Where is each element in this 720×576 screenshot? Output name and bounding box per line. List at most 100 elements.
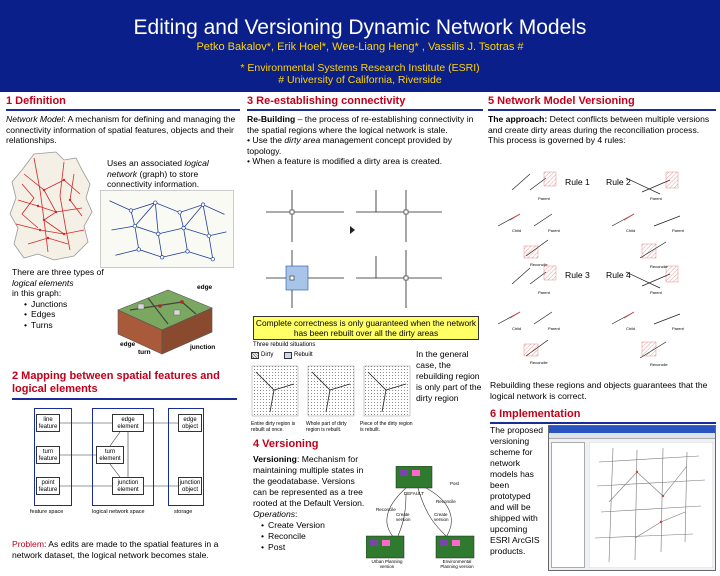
screenshot-toolbar: [549, 433, 715, 439]
legend-rebuilt-swatch: [284, 352, 292, 359]
list-item: Post: [261, 542, 367, 553]
types-text-b: logical elements: [12, 277, 74, 288]
legend-rebuilt-label: Rebuilt: [294, 352, 313, 358]
dirty-area-diagram: [266, 190, 442, 308]
poster-authors: Petko Bakalov*, Erik Hoel*, Wee-Liang He…: [196, 41, 524, 53]
rule-2-label: Rule 2: [606, 177, 631, 187]
list-item: Create Version: [261, 520, 367, 531]
section-1-title: 1 Definition: [6, 95, 240, 111]
section-2-title: 2 Mapping between spatial features and l…: [12, 370, 237, 400]
junction-element-box: junction element: [112, 477, 144, 495]
rule1-child-label: Child: [512, 228, 522, 233]
versioning-text: Versioning: Mechanism for maintaining mu…: [253, 454, 367, 553]
screenshot-titlebar: [549, 426, 715, 433]
legend-dirty-swatch: [251, 352, 259, 359]
tree-create-2: Create version: [434, 512, 449, 522]
bullet-1a: • Use the: [247, 135, 285, 146]
line-feature-box: line feature: [36, 414, 60, 432]
section-1-definition: Network Model: A mechanism for defining …: [6, 114, 240, 146]
section-4-title: 4 Versioning: [253, 438, 319, 450]
edge-element-box: edge element: [112, 414, 144, 432]
caption-rebuild-3: Piece of the dirty region is rebuilt.: [360, 421, 413, 433]
rule2-parent-label: Parent: [650, 196, 662, 201]
turn-feature-box: turn feature: [36, 446, 60, 464]
rule-4-label: Rule 4: [606, 270, 631, 280]
types-text-c: in this graph:: [12, 288, 62, 299]
uses-text-a: Uses an associated: [107, 158, 185, 168]
rule4-parent-label-2: Parent: [672, 326, 684, 331]
rebuilding-text: – the process of re-establishing connect…: [247, 114, 474, 135]
list-item: Reconcile: [261, 531, 367, 542]
label-feature-space: feature space: [30, 509, 64, 515]
label-storage: storage: [174, 509, 193, 515]
rebuilding-guarantee-text: Rebuilding these regions and objects gua…: [490, 380, 708, 401]
arcgis-screenshot: [548, 425, 716, 571]
rule4-child-label: Child: [626, 326, 636, 331]
figure-label-edge-2: edge: [120, 341, 136, 348]
rule-3-label: Rule 3: [565, 270, 590, 280]
list-item: Turns: [24, 320, 122, 331]
section-3-text: Re-Building – the process of re-establis…: [247, 114, 483, 167]
column-right: 5 Network Model Versioning The approach:…: [488, 95, 716, 146]
rule3-child-label: Child: [512, 326, 522, 331]
definition-text: : A mechanism for defining and managing …: [6, 114, 236, 146]
poster-affiliations: * Environmental Systems Research Institu…: [0, 62, 720, 86]
column-middle: 3 Re-establishing connectivity Re-Buildi…: [247, 95, 483, 167]
implementation-text: The proposed versioning scheme for netwo…: [490, 425, 544, 556]
rule1-reconcile-label: Reconcile: [530, 262, 548, 267]
tree-reconcile-2: Reconcile: [436, 499, 456, 504]
rule-1-label: Rule 1: [565, 177, 590, 187]
operations-label: Operations: [253, 509, 296, 519]
affiliation-esri: * Environmental Systems Research Institu…: [240, 62, 480, 74]
uses-text-c: (graph) to store connectivity informatio…: [107, 168, 200, 190]
poster-header: Editing and Versioning Dynamic Network M…: [0, 0, 720, 92]
terrain-block-illustration: [117, 289, 213, 355]
rule3-parent-label: Parent: [538, 290, 550, 295]
list-item: Junctions: [24, 299, 122, 310]
definition-term: Network Model: [6, 114, 64, 124]
feature-space-bracket: [34, 408, 72, 506]
figure-label-junction: junction: [190, 344, 216, 351]
logical-space-bracket: [92, 408, 154, 506]
section-5-title: 5 Network Model Versioning: [488, 95, 716, 111]
rule2-reconcile-label: Reconcile: [650, 264, 668, 269]
rule4-parent-label: Parent: [650, 290, 662, 295]
point-feature-box: point feature: [36, 477, 60, 495]
tree-reconcile-1: Reconcile: [376, 507, 396, 512]
figure-label-edge: edge: [197, 284, 213, 291]
tree-create-1: Create version: [396, 512, 411, 522]
section-3-title: 3 Re-establishing connectivity: [247, 95, 483, 111]
rule1-parent-label: Parent: [538, 196, 550, 201]
bullet-2: • When a feature is modified a dirty are…: [247, 156, 443, 167]
screenshot-toc-panel: [551, 442, 585, 568]
logical-elements-text: There are three types of logical element…: [12, 267, 122, 331]
bullet-1c: management concept provided by topology.: [247, 135, 453, 156]
uses-logical-network-text: Uses an associated logical network (grap…: [107, 158, 235, 190]
list-item: Edges: [24, 309, 122, 320]
approach-text: Detect conflicts between multiple versio…: [488, 114, 710, 135]
rule3-reconcile-label: Reconcile: [530, 360, 548, 365]
figure-label-turn: turn: [138, 349, 151, 356]
rule3-parent-label-2: Parent: [548, 326, 560, 331]
legend-dirty-label: Dirty: [261, 352, 274, 358]
problem-text: : As edits are made to the spatial featu…: [12, 539, 219, 560]
column-left: 1 Definition Network Model: A mechanism …: [6, 95, 240, 146]
versioning-def: : Mechanism for maintaining multiple sta…: [253, 454, 365, 508]
label-logical-network-space: logical network space: [92, 509, 145, 515]
edge-object-box: edge object: [178, 414, 202, 432]
operations-list: Create Version Reconcile Post: [261, 520, 367, 553]
section-5-text: The approach: Detect conflicts between m…: [488, 114, 716, 146]
rebuilding-term: Re-Building: [247, 114, 296, 124]
tree-post-label: Post: [450, 481, 460, 486]
versioning-rules-figure: [497, 171, 681, 359]
uses-text-b: logical network: [107, 158, 209, 179]
tree-env-label: Environmental Planning version: [440, 559, 474, 569]
rule2-child-label: Child: [626, 228, 636, 233]
logical-network-graph: [100, 190, 234, 268]
junction-object-box: junction object: [178, 477, 202, 495]
rule2-parent-label-2: Parent: [672, 228, 684, 233]
poster-title: Editing and Versioning Dynamic Network M…: [133, 16, 587, 39]
caption-rebuild-1: Entire dirty region is rebuilt at once.: [251, 421, 296, 433]
problem-label: Problem: [12, 539, 44, 549]
germany-road-map: [9, 151, 93, 261]
